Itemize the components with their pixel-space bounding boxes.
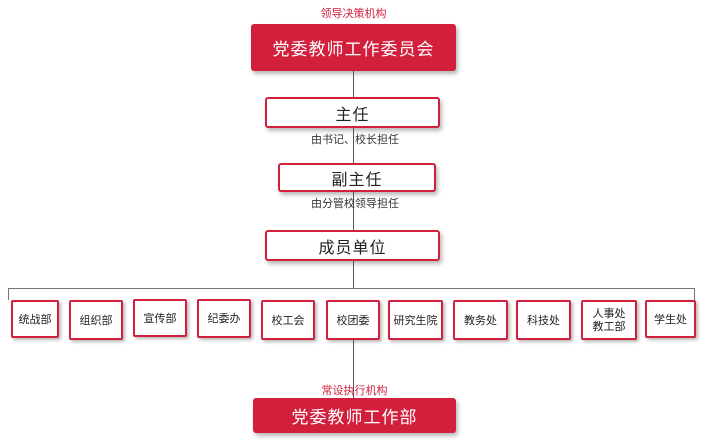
leadership-caption: 领导决策机构 bbox=[320, 7, 387, 20]
connector-committee-director bbox=[353, 71, 354, 98]
bracket-left-tick bbox=[8, 288, 9, 300]
unit-kejichu[interactable]: 科技处 bbox=[516, 300, 571, 340]
unit-xiaogonghui[interactable]: 校工会 bbox=[261, 300, 315, 340]
unit-xuanchuanbu[interactable]: 宣传部 bbox=[133, 299, 187, 337]
bracket-line bbox=[8, 288, 695, 289]
unit-jiweiban[interactable]: 纪委办 bbox=[197, 299, 251, 338]
deputy-box[interactable]: 副主任 bbox=[278, 163, 436, 192]
connector-director-deputy bbox=[353, 128, 354, 164]
connector-members-department bbox=[353, 340, 354, 399]
unit-tongzhanbu[interactable]: 统战部 bbox=[11, 300, 59, 338]
unit-yanjiushengyuan[interactable]: 研究生院 bbox=[388, 300, 443, 340]
director-box[interactable]: 主任 bbox=[265, 97, 440, 128]
connector-deputy-members bbox=[353, 192, 354, 231]
director-note: 由书记、校长担任 bbox=[311, 133, 399, 146]
department-box[interactable]: 党委教师工作部 bbox=[253, 398, 456, 433]
executive-caption: 常设执行机构 bbox=[321, 384, 388, 397]
unit-xueshengchu[interactable]: 学生处 bbox=[645, 300, 696, 338]
committee-box[interactable]: 党委教师工作委员会 bbox=[251, 24, 456, 71]
unit-xiaotuanwei[interactable]: 校团委 bbox=[326, 300, 380, 340]
unit-renshichu-jiaogongbu[interactable]: 人事处 教工部 bbox=[581, 300, 637, 340]
bracket-right-tick bbox=[694, 288, 695, 300]
unit-jiaowuchu[interactable]: 教务处 bbox=[453, 300, 508, 340]
members-box[interactable]: 成员单位 bbox=[265, 230, 440, 261]
deputy-note: 由分管校领导担任 bbox=[311, 197, 399, 210]
connector-members-bracket bbox=[353, 261, 354, 288]
unit-zuzhibu[interactable]: 组织部 bbox=[69, 300, 123, 340]
